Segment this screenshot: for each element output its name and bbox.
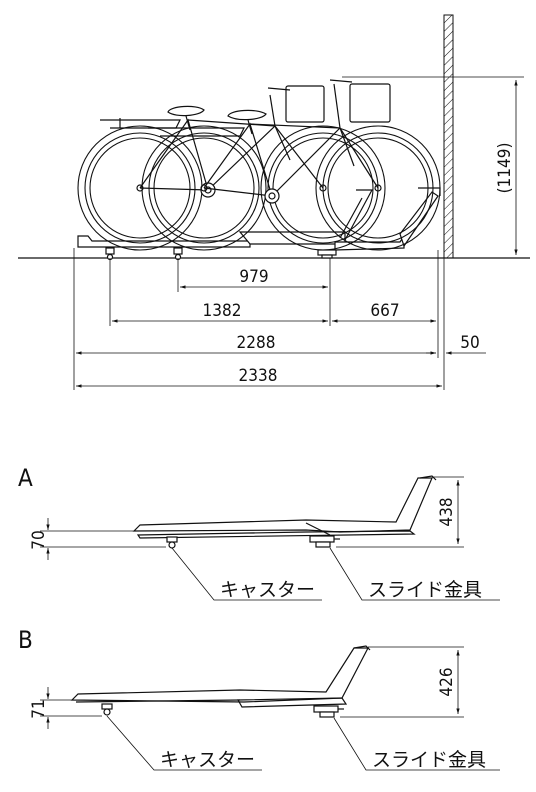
section-b-label: B xyxy=(18,626,33,654)
section-a-dim-left: 70 xyxy=(29,530,49,549)
section-a-rail xyxy=(132,477,433,533)
section-a-label: A xyxy=(18,464,33,492)
section-b-caster xyxy=(101,703,113,716)
dim-50: 50 xyxy=(426,333,486,355)
dim-height: (1149) xyxy=(342,76,524,259)
rack-base xyxy=(77,187,441,261)
dim-2338: 2338 xyxy=(76,366,442,388)
section-b-dim-right: 426 xyxy=(437,667,457,696)
dim-979: 979 xyxy=(180,267,328,289)
dim-667: 667 xyxy=(332,301,436,323)
caster-1 xyxy=(105,247,115,261)
section-a-caster-label: キャスター xyxy=(220,579,315,601)
caster-2 xyxy=(173,247,183,261)
section-a-caster xyxy=(166,536,178,549)
dim-979-label: 979 xyxy=(239,267,268,287)
bicycle-front xyxy=(141,79,441,251)
section-b-caster-label: キャスター xyxy=(160,749,255,771)
section-b-dim-left: 71 xyxy=(29,699,49,718)
dim-2338-label: 2338 xyxy=(239,366,278,386)
side-view: (1149) 979 1382 667 2288 xyxy=(18,14,530,390)
section-b-slide-fitting xyxy=(313,705,344,718)
dim-height-label: (1149) xyxy=(495,143,515,194)
dim-50-label: 50 xyxy=(460,333,479,353)
slide-fitting xyxy=(317,249,337,259)
section-b-slide-label: スライド金具 xyxy=(372,749,486,771)
dim-2288-label: 2288 xyxy=(237,333,276,353)
wall-hatched xyxy=(443,14,454,259)
section-a-slide-fitting xyxy=(309,535,340,548)
section-a: A 70 438 キャスター スライド金具 xyxy=(18,464,500,601)
bicycle-rear xyxy=(77,85,386,251)
section-a-dim-right: 438 xyxy=(437,497,457,526)
dim-1382-label: 1382 xyxy=(203,301,242,321)
dim-1382: 1382 xyxy=(112,301,328,323)
dim-667-label: 667 xyxy=(370,301,399,321)
section-b: B 71 426 キャスター スライド金具 xyxy=(18,626,500,771)
section-a-slide-label: スライド金具 xyxy=(368,579,482,601)
section-b-rail xyxy=(70,647,369,703)
dim-2288: 2288 xyxy=(76,333,436,355)
